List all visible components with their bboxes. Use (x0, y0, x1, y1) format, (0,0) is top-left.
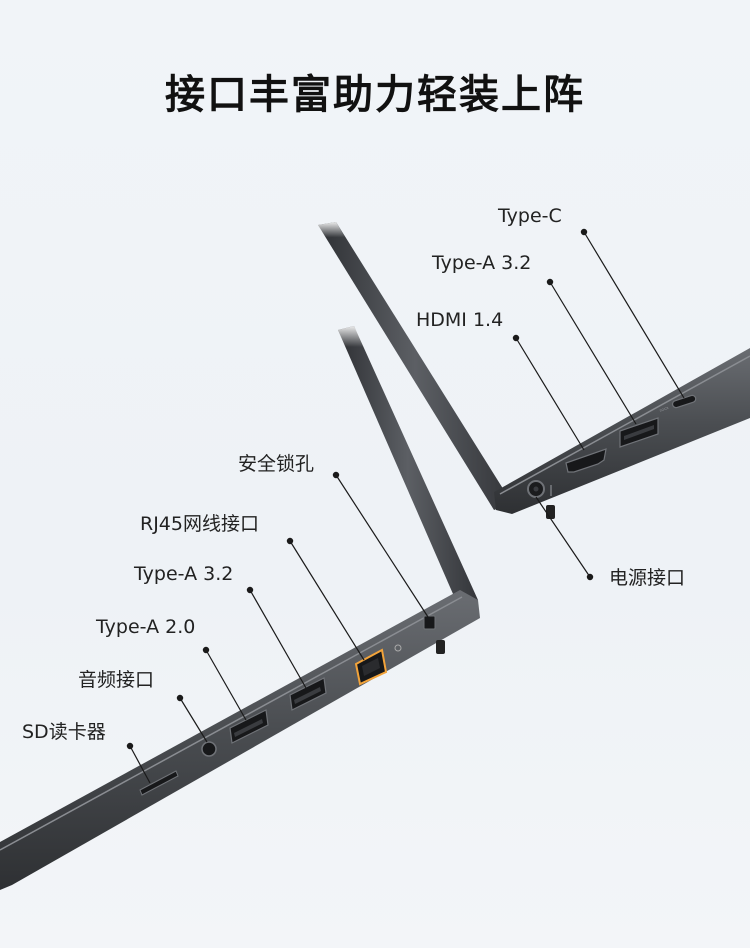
label-type-a-32-right: Type-A 3.2 (432, 252, 532, 274)
hdmi-port (565, 448, 607, 473)
right-laptop-lid (318, 222, 512, 510)
label-security-lock: 安全锁孔 (238, 453, 315, 475)
label-power: 电源接口 (609, 567, 686, 589)
sd-card-slot (139, 770, 179, 796)
label-hdmi: HDMI 1.4 (416, 309, 504, 331)
label-type-a-20: Type-A 2.0 (96, 616, 196, 638)
leader-lines (126, 228, 685, 784)
label-sd-card: SD读卡器 (22, 721, 106, 743)
right-laptop-foot (546, 505, 555, 519)
audio-jack-port (201, 741, 217, 757)
rj45-port (354, 648, 388, 686)
page-title: 接口丰富助力轻装上阵 (165, 72, 585, 118)
label-rj45: RJ45网线接口 (140, 513, 259, 535)
label-audio: 音频接口 (78, 669, 155, 691)
label-type-c: Type-C (498, 205, 562, 227)
security-lock-port (423, 615, 436, 630)
type-c-port (671, 394, 697, 409)
svg-text:▭▭: ▭▭ (659, 405, 670, 414)
label-type-a-32-left: Type-A 3.2 (134, 563, 234, 585)
left-laptop (0, 326, 480, 890)
left-laptop-lid (338, 326, 478, 610)
left-laptop-foot (436, 640, 445, 654)
right-laptop: ▭▭ (318, 222, 750, 519)
